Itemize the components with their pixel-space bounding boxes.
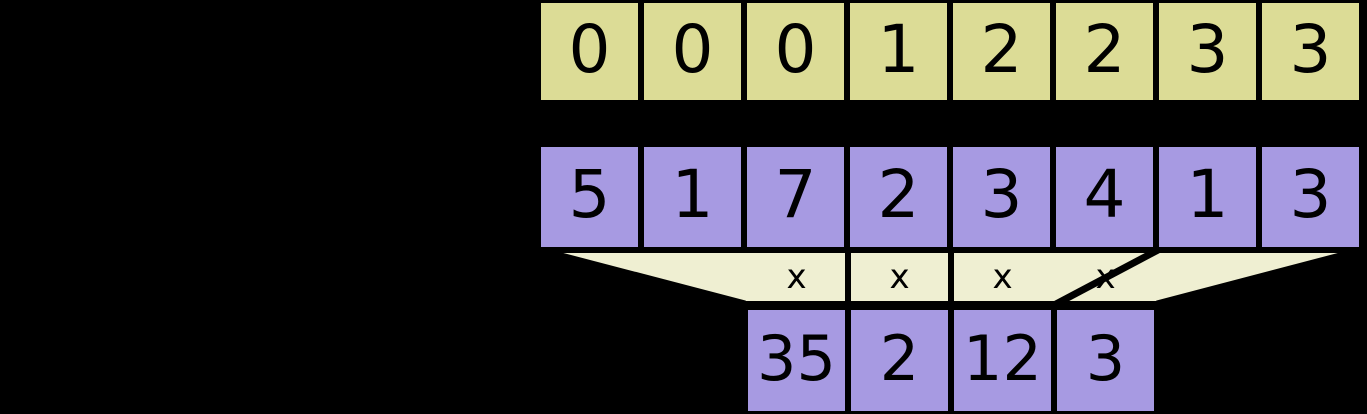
value-cell[interactable]: 1 <box>1156 144 1259 250</box>
value-text: 3 <box>1289 156 1332 233</box>
value-cell[interactable]: 3 <box>1259 144 1362 250</box>
row-index-value: 0 <box>671 10 714 88</box>
value-text: 5 <box>568 156 611 233</box>
result-cell[interactable]: 35 <box>745 307 848 414</box>
multiply-symbol: x <box>889 257 910 297</box>
multiply-symbol: x <box>1095 257 1116 297</box>
value-text: 1 <box>1186 156 1229 233</box>
row-index-value: 1 <box>877 10 920 88</box>
value-cell[interactable]: 4 <box>1053 144 1156 250</box>
result-cell[interactable]: 2 <box>848 307 951 414</box>
value-cell[interactable]: 2 <box>847 144 950 250</box>
row-index-cell[interactable]: 0 <box>744 0 847 103</box>
multiply-icon: x <box>848 249 951 305</box>
multiply-icon: x <box>745 249 848 305</box>
value-text: 7 <box>774 156 817 233</box>
value-text: 3 <box>980 156 1023 233</box>
value-cell[interactable]: 1 <box>641 144 744 250</box>
result-cell[interactable]: 12 <box>951 307 1054 414</box>
row-index-value: 2 <box>1083 10 1126 88</box>
result-cell[interactable]: 3 <box>1054 307 1157 414</box>
result-value: 2 <box>879 321 920 395</box>
row-index-array: 0 0 0 1 2 2 3 3 <box>538 0 1362 103</box>
funnel-shape-right <box>1156 247 1364 307</box>
result-value: 3 <box>1085 321 1126 395</box>
value-cell[interactable]: 7 <box>744 144 847 250</box>
row-index-cell[interactable]: 2 <box>1053 0 1156 103</box>
funnel-right-diagonal <box>1156 246 1364 308</box>
row-index-cell[interactable]: 2 <box>950 0 1053 103</box>
row-index-cell[interactable]: 1 <box>847 0 950 103</box>
row-index-cell[interactable]: 3 <box>1156 0 1259 103</box>
value-cell[interactable]: 3 <box>950 144 1053 250</box>
multiply-operator-row: x x x x <box>745 249 1157 305</box>
value-text: 4 <box>1083 156 1126 233</box>
row-index-value: 0 <box>568 10 611 88</box>
row-index-cell[interactable]: 0 <box>538 0 641 103</box>
result-value: 12 <box>963 321 1042 395</box>
row-index-value: 3 <box>1186 10 1229 88</box>
row-index-value: 0 <box>774 10 817 88</box>
multiply-icon: x <box>951 249 1054 305</box>
value-cell[interactable]: 5 <box>538 144 641 250</box>
value-text: 2 <box>877 156 920 233</box>
row-index-value: 2 <box>980 10 1023 88</box>
multiply-symbol: x <box>992 257 1013 297</box>
result-value: 35 <box>757 321 836 395</box>
multiply-icon: x <box>1054 249 1157 305</box>
row-index-cell[interactable]: 3 <box>1259 0 1362 103</box>
row-index-cell[interactable]: 0 <box>641 0 744 103</box>
value-array: 5 1 7 2 3 4 1 3 <box>538 144 1362 250</box>
result-array: 35 2 12 3 <box>745 307 1157 414</box>
multiply-symbol: x <box>786 257 807 297</box>
row-index-value: 3 <box>1289 10 1332 88</box>
funnel-left-diagonal <box>537 246 746 308</box>
value-text: 1 <box>671 156 714 233</box>
